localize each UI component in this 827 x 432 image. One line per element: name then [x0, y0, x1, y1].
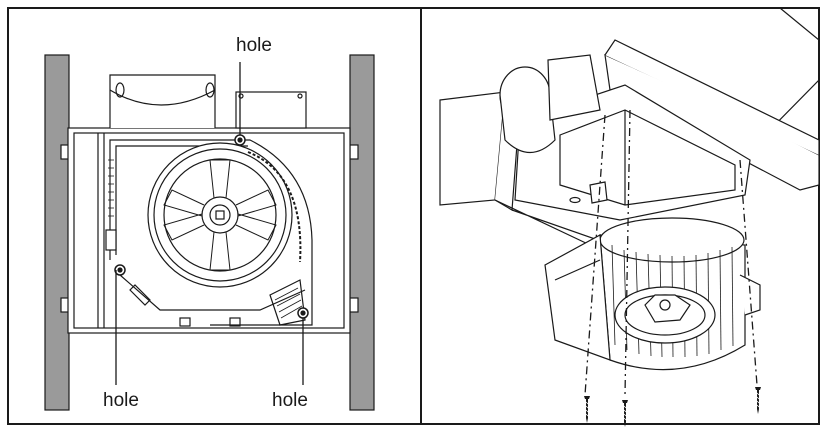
front-view-panel [44, 54, 375, 411]
hole-label-bottom-right: hole [272, 390, 308, 411]
isometric-view-panel [439, 7, 820, 371]
hole-leaders [115, 62, 304, 385]
right-joist [349, 54, 375, 411]
hole-label-top: hole [236, 35, 272, 56]
mounting-screws [583, 386, 762, 428]
outer-border [7, 7, 820, 425]
alignment-lines [584, 109, 758, 396]
hole-label-bottom-left: hole [103, 390, 139, 411]
left-joist [44, 54, 70, 411]
